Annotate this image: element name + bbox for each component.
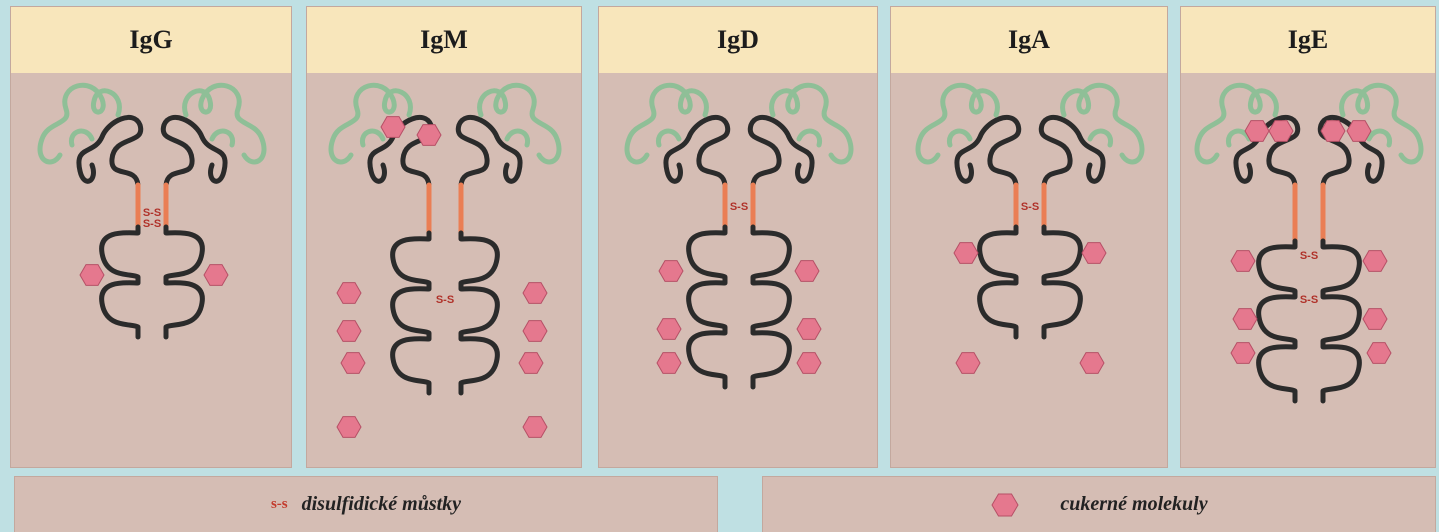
constant-domain-arm [666, 117, 728, 185]
disulfide-label: S-S [1300, 294, 1318, 306]
variable-domain-loop [185, 85, 264, 162]
constant-domain-stem [1044, 227, 1080, 337]
sugar-hexagon [337, 417, 361, 438]
constant-domain-stem [1259, 241, 1295, 401]
disulfide-label: S-S [1021, 201, 1039, 213]
sugar-hexagon [797, 353, 821, 374]
sugar-hexagon [523, 321, 547, 342]
sugar-hexagon [519, 353, 543, 374]
constant-domain-stem [753, 227, 789, 387]
sugar-hexagon [337, 321, 361, 342]
antibody-diagram: S-S [307, 73, 583, 469]
sugar-hexagon [523, 417, 547, 438]
variable-domain-loop [627, 85, 706, 162]
sugar-hexagon [1363, 251, 1387, 272]
constant-domain-stem [980, 227, 1016, 337]
constant-domain-stem [102, 227, 138, 337]
constant-domain-arm [458, 117, 520, 185]
panel-igm: IgM S-S [306, 6, 582, 468]
disulfide-label: S-S [436, 294, 454, 306]
disulfide-label: S-S [1300, 250, 1318, 262]
panel-title: IgA [891, 7, 1167, 73]
panel-title: IgD [599, 7, 877, 73]
sugar-hexagon [1231, 251, 1255, 272]
antibody-diagram: S-S [891, 73, 1169, 469]
variable-domain-loop [480, 85, 559, 162]
variable-domain-loop [772, 85, 851, 162]
antibody-diagram: S-SS-S [11, 73, 293, 469]
panel-igd: IgD S-S [598, 6, 878, 468]
panel-title: IgE [1181, 7, 1435, 73]
variable-domain-loop [40, 85, 119, 162]
antibody-diagram: S-S S-S [1181, 73, 1437, 469]
constant-domain-stem [1323, 241, 1359, 401]
constant-domain-arm [957, 117, 1019, 185]
sugar-hexagon [1080, 353, 1104, 374]
constant-domain-arm [79, 117, 141, 185]
panel-iga: IgA S-S [890, 6, 1168, 468]
sugar-hexagon [381, 117, 405, 138]
sugar-hexagon-icon [990, 491, 1020, 519]
panel-title: IgG [11, 7, 291, 73]
sugar-hexagon [1367, 343, 1391, 364]
sugar-hexagon [1233, 309, 1257, 330]
sugar-hexagon [956, 353, 980, 374]
constant-domain-arm [750, 117, 812, 185]
sugar-hexagon [659, 261, 683, 282]
disulfide-label: S-S [730, 201, 748, 213]
disulfide-symbol: s-s [271, 496, 288, 513]
sugar-hexagon [954, 243, 978, 264]
sugar-hexagon [1082, 243, 1106, 264]
disulfide-label: S-S [143, 218, 161, 230]
legend-sugar: cukerné molekuly [762, 476, 1436, 532]
sugar-label: cukerné molekuly [1060, 493, 1207, 516]
sugar-hexagon [795, 261, 819, 282]
antibody-diagram: S-S [599, 73, 879, 469]
panel-title: IgM [307, 7, 581, 73]
sugar-hexagon [1231, 343, 1255, 364]
legend-disulfide: s-s disulfidické můstky [14, 476, 718, 532]
sugar-hexagon [337, 283, 361, 304]
sugar-hexagon [1363, 309, 1387, 330]
disulfide-label: disulfidické můstky [302, 493, 461, 516]
sugar-hexagon [797, 319, 821, 340]
variable-domain-loop [918, 85, 997, 162]
sugar-hexagon [657, 319, 681, 340]
sugar-hexagon [204, 265, 228, 286]
constant-domain-arm [1041, 117, 1103, 185]
variable-domain-loop [1063, 85, 1142, 162]
constant-domain-stem [166, 227, 202, 337]
constant-domain-stem [689, 227, 725, 387]
sugar-hexagon [657, 353, 681, 374]
constant-domain-stem [461, 233, 497, 393]
constant-domain-arm [163, 117, 225, 185]
panel-ige: IgE S-S S-S [1180, 6, 1436, 468]
sugar-hexagon [523, 283, 547, 304]
sugar-hexagon [80, 265, 104, 286]
constant-domain-stem [393, 233, 429, 393]
sugar-hexagon [341, 353, 365, 374]
